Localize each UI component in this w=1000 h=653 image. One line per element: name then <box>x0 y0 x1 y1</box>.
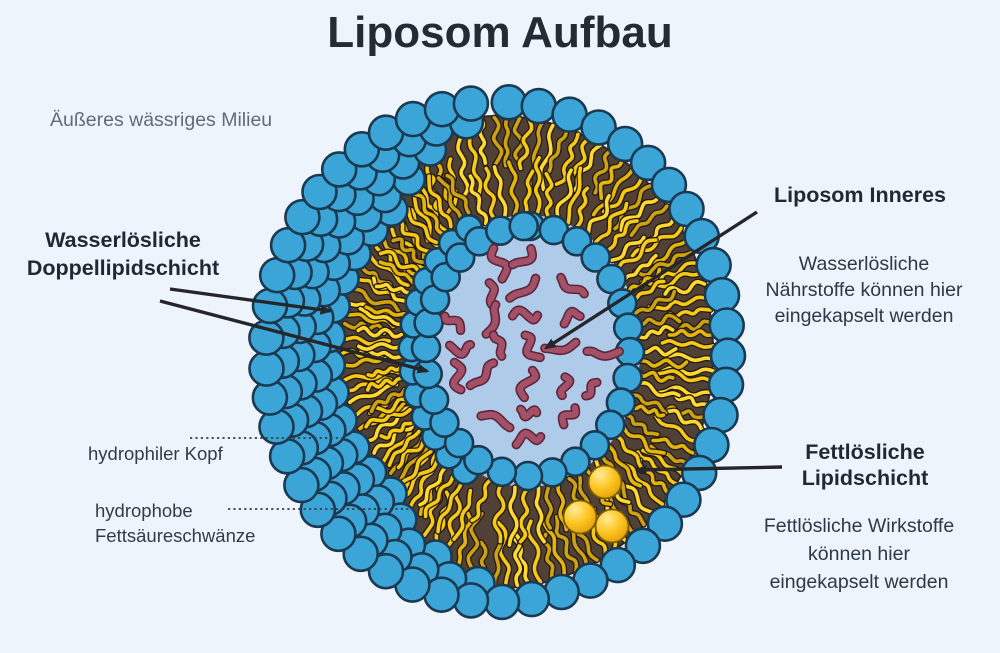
lipid-layer-title-line: Lipidschicht <box>801 466 929 490</box>
interior-description-line: Nährstoffe können hier <box>765 279 963 301</box>
hydrophobic-tails-label-line: hydrophobe <box>95 500 193 521</box>
interior-description: Wasserlösliche Nährstoffe können hier ei… <box>733 251 995 329</box>
drug-sphere <box>594 508 630 544</box>
lipid-layer-description: Fettlösliche Wirkstoffe können hier eing… <box>727 512 991 596</box>
page-title: Liposom Aufbau <box>327 8 673 57</box>
drug-sphere <box>587 464 623 500</box>
arrow-to-inner-head-layer <box>159 299 430 374</box>
bilayer-label-line: Wasserlösliche <box>45 228 201 252</box>
drug-sphere <box>562 499 598 535</box>
annotations <box>159 210 783 510</box>
lipid-layer-description-line: können hier <box>808 543 910 565</box>
inner-head-ring <box>397 210 646 492</box>
lipid-layer-description-line: Fettlösliche Wirkstoffe <box>763 515 955 537</box>
lipid-layer-title: Fettlösliche Lipidschicht <box>749 439 981 491</box>
arrow-to-lipid-layer <box>634 464 783 475</box>
outer-head-ring <box>248 84 747 621</box>
hydrophilic-head-label: hydrophiler Kopf <box>88 443 223 464</box>
interior-title: Liposom Inneres <box>773 183 947 207</box>
lipid-layer-title-line: Fettlösliche <box>805 440 925 464</box>
lipid-layer-description-line: eingekapselt werden <box>769 571 949 593</box>
arrow-to-outer-head-layer <box>169 287 333 315</box>
bilayer-label: Wasserlösliche Doppellipidschicht <box>0 226 246 282</box>
outer-medium-label: Äußeres wässriges Milieu <box>50 109 273 131</box>
bilayer-label-line: Doppellipidschicht <box>26 256 220 280</box>
arrow-to-core <box>543 210 758 350</box>
drug-molecules <box>562 464 630 544</box>
hydrophobic-tails-label-line: Fettsäureschwänze <box>95 525 256 546</box>
inner-fatty-acid-tails <box>355 154 690 549</box>
nutrient-molecules <box>440 243 624 450</box>
interior-description-line: Wasserlösliche <box>798 253 930 275</box>
interior-description-line: eingekapselt werden <box>774 305 954 327</box>
hydrophobic-tails-label: hydrophobe Fettsäureschwänze <box>95 498 255 548</box>
